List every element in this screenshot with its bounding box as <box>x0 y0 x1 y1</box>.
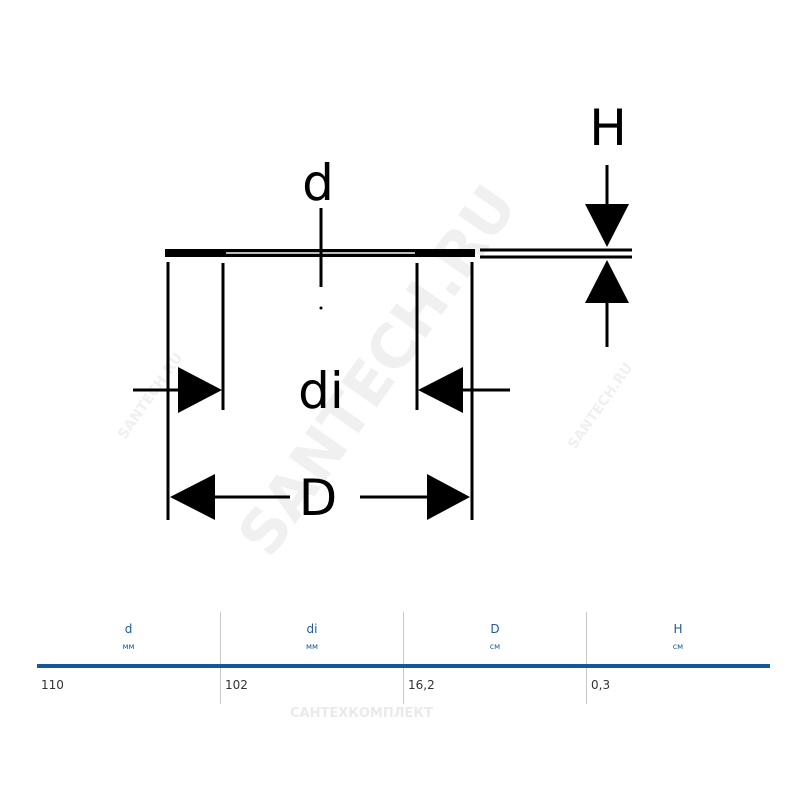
dimension-di-arrows <box>133 367 510 413</box>
svg-text:SANTECH.RU: SANTECH.RU <box>565 360 636 452</box>
header-cell: d мм <box>37 612 220 664</box>
svg-text:SANTECH.RU: SANTECH.RU <box>115 350 186 442</box>
svg-text:SANTECH.RU: SANTECH.RU <box>225 173 531 568</box>
header-cell: di мм <box>220 612 403 664</box>
column-unit: мм <box>305 642 319 651</box>
column-name: D <box>490 622 500 636</box>
label-D: D <box>299 469 338 527</box>
table-cell: 16,2 <box>403 668 586 704</box>
arrow-right-icon <box>178 367 222 413</box>
arrow-left-icon <box>170 474 215 520</box>
table-row: 110 102 16,2 0,3 <box>37 668 770 704</box>
arrow-left-icon <box>418 367 463 413</box>
arrow-down-icon <box>585 204 629 247</box>
column-name: H <box>673 622 683 636</box>
brand-logo: САНТЕХКОМПЛЕКТ <box>290 706 433 721</box>
header-divider <box>37 664 770 668</box>
table-cell: 110 <box>41 678 64 692</box>
table-cell: 102 <box>220 668 403 704</box>
gasket-section <box>165 248 632 259</box>
dimension-D-arrows <box>170 474 470 520</box>
table-cell: 0,3 <box>586 668 769 704</box>
column-unit: см <box>672 642 684 651</box>
arrow-up-icon <box>585 260 629 303</box>
dimension-H-arrows <box>585 165 629 347</box>
column-unit: см <box>489 642 501 651</box>
label-di: di <box>298 362 344 420</box>
column-unit: мм <box>122 642 135 651</box>
column-name: di <box>306 622 318 636</box>
arrow-right-icon <box>427 474 470 520</box>
center-dot <box>319 306 323 310</box>
label-d: d <box>302 154 334 212</box>
column-name: d <box>124 622 133 636</box>
watermark: SANTECH.RU SANTECH.RU SANTECH.RU <box>115 173 636 568</box>
label-H: H <box>589 99 627 157</box>
